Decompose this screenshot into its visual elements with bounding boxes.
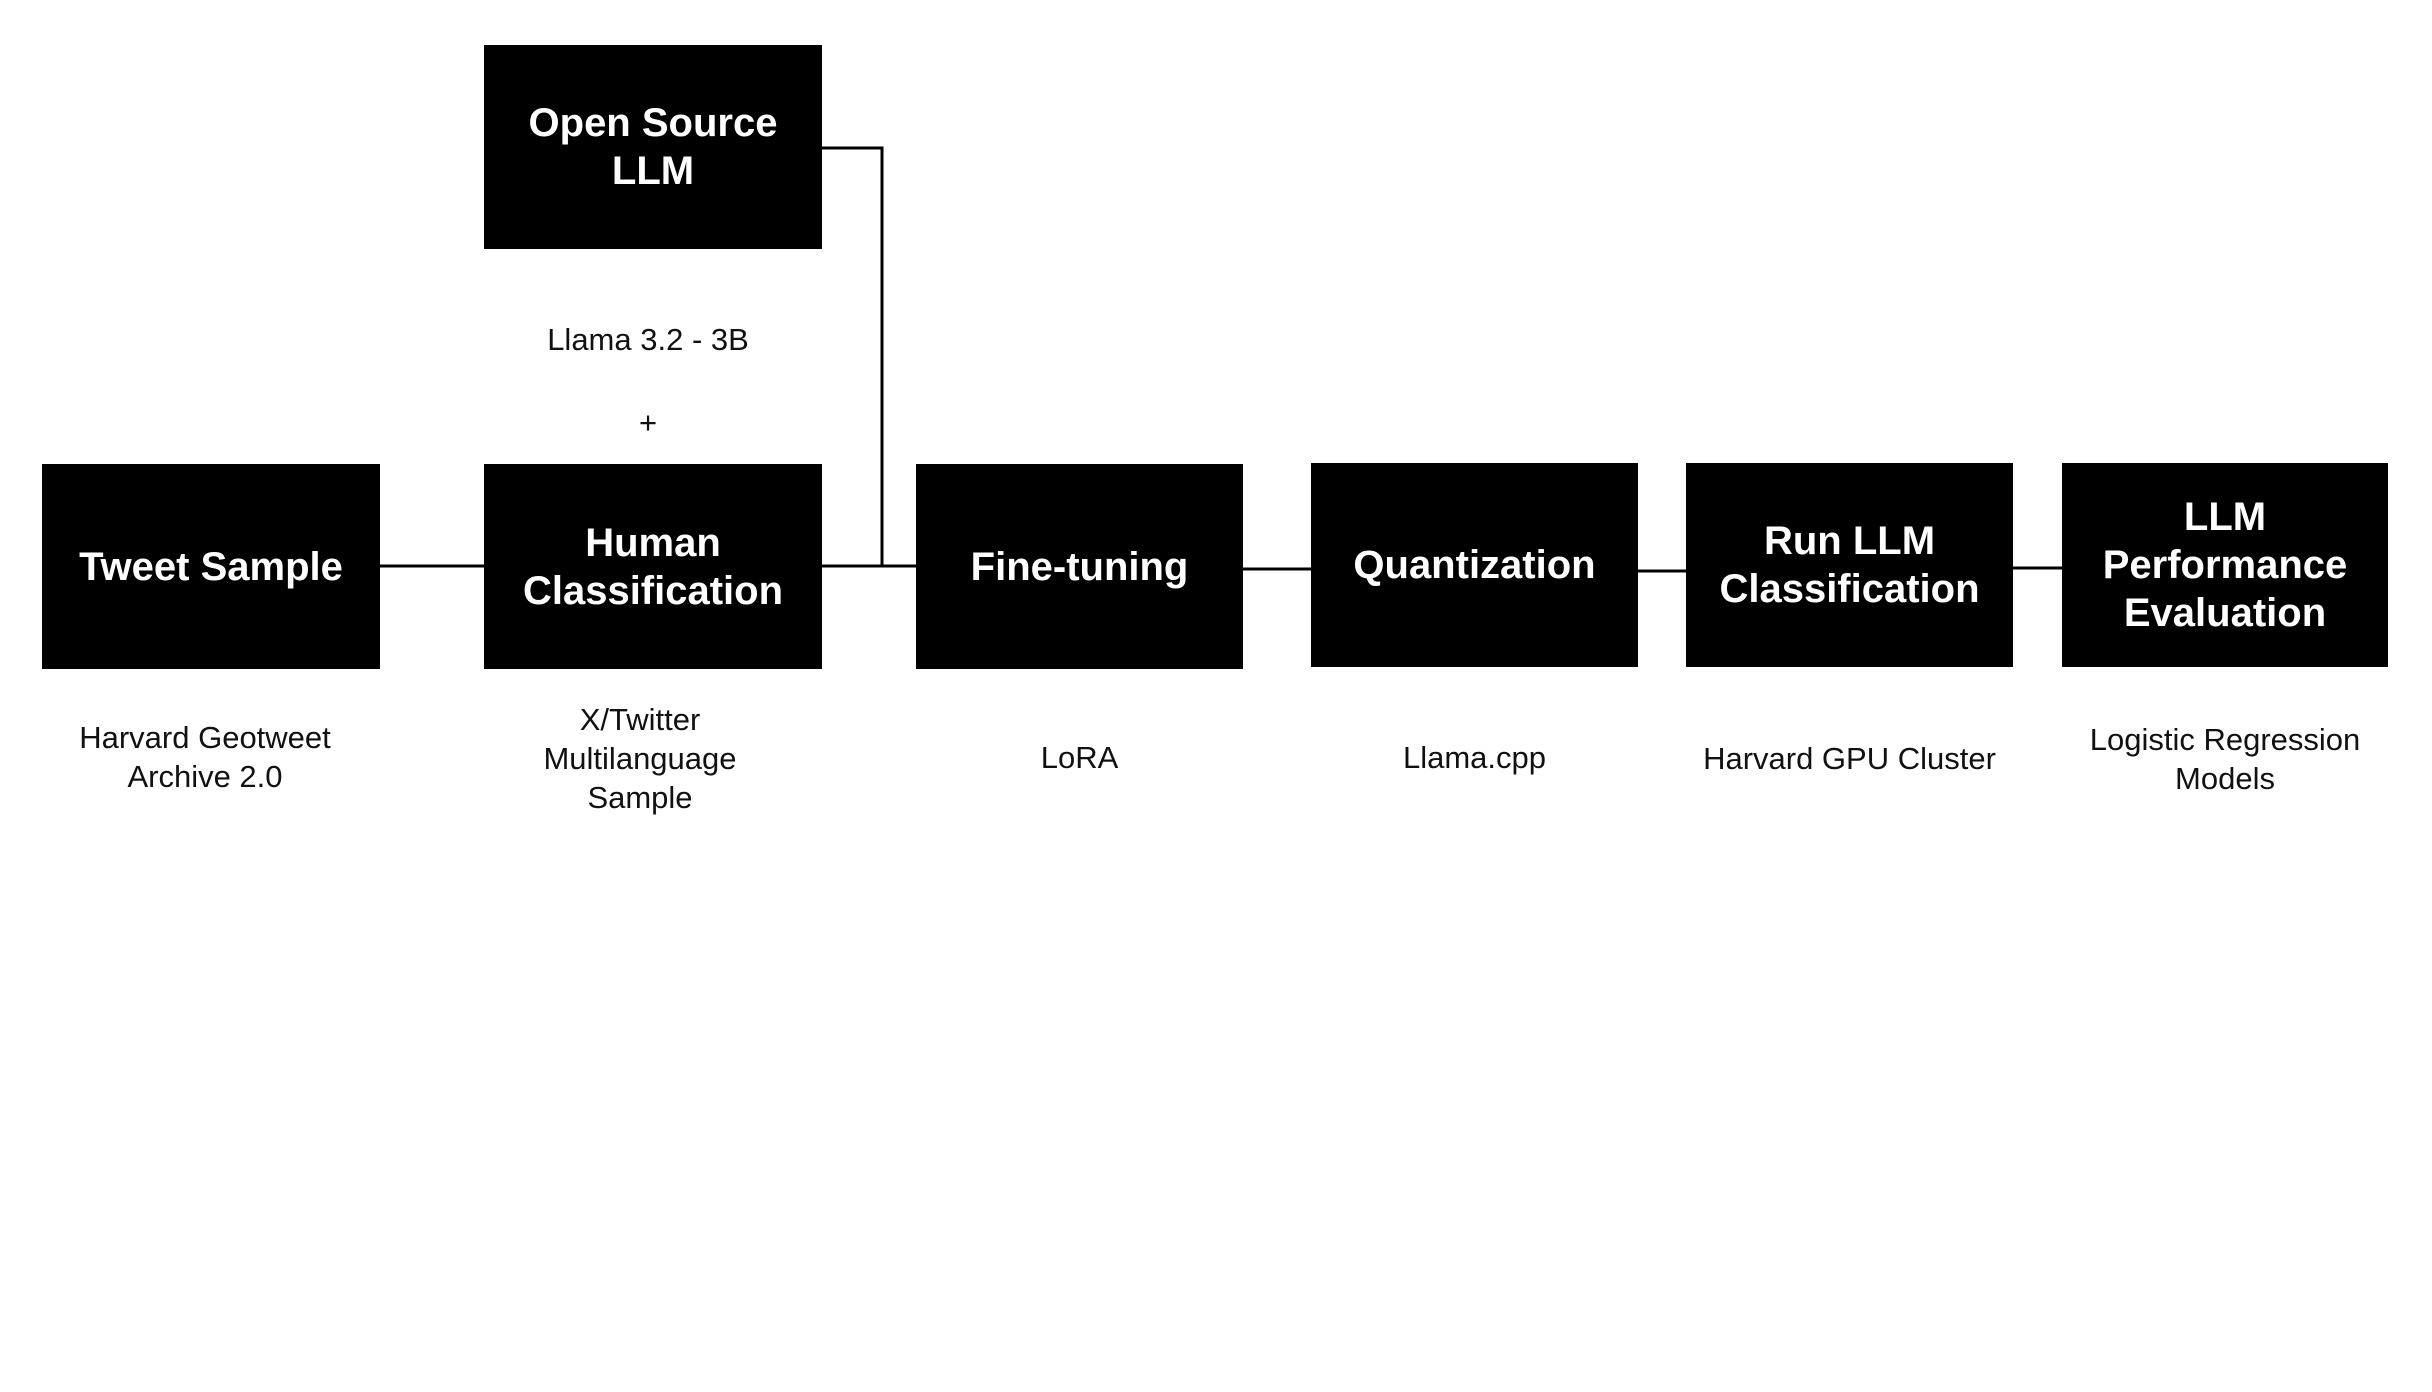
node-quantization: Quantization	[1311, 463, 1638, 667]
node-tweet-sample-label: Tweet Sample	[79, 544, 343, 589]
node-llm-performance-evaluation: LLM Performance Evaluation	[2062, 463, 2388, 667]
node-llm-performance-evaluation-label: LLM Performance Evaluation	[2102, 495, 2348, 635]
node-human-classification: Human Classification	[484, 464, 822, 669]
node-human-classification-label: Human Classification	[522, 520, 784, 613]
connector-llm-to-finetune	[822, 146, 884, 566]
node-open-source-llm: Open Source LLM	[484, 45, 822, 249]
caption-llama-model: Llama 3.2 - 3B	[547, 322, 749, 357]
caption-quantization: Llama.cpp	[1402, 740, 1547, 775]
node-open-source-llm-label: Open Source LLM	[528, 101, 778, 193]
node-tweet-sample: Tweet Sample	[42, 464, 380, 669]
caption-plus: +	[638, 405, 658, 440]
caption-llm-performance-evaluation: Logistic Regression Models	[2089, 722, 2361, 796]
node-quantization-label: Quantization	[1353, 543, 1596, 587]
caption-fine-tuning: LoRA	[1040, 740, 1119, 775]
caption-human-classification: X/Twitter Multilanguage Sample	[543, 702, 737, 815]
node-fine-tuning-label: Fine-tuning	[970, 544, 1189, 589]
node-run-llm-classification-label: Run LLM Classification	[1719, 519, 1980, 611]
node-fine-tuning: Fine-tuning	[916, 464, 1243, 669]
node-run-llm-classification: Run LLM Classification	[1686, 463, 2013, 667]
caption-run-llm-classification: Harvard GPU Cluster	[1703, 741, 1996, 776]
caption-tweet-sample: Harvard Geotweet Archive 2.0	[79, 720, 331, 794]
